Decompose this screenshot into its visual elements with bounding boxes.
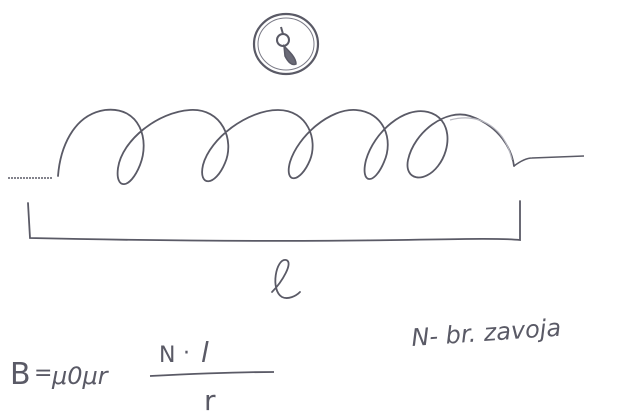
turns-note: N- br. zavoja [410,314,562,352]
formula-coefficients: μ0μr [51,362,110,390]
length-brace [27,200,521,242]
solenoid-coil [57,108,515,185]
length-symbol [271,259,301,299]
formula-denominator: r [204,384,216,416]
formula-numerator-l: l [201,336,209,369]
formula-numerator-n: N [159,343,175,368]
formula-numerator-dot: · [183,341,190,366]
formula-equals: = [34,361,52,386]
formula-lhs: B [10,357,31,392]
magnetic-field-formula: B = μ0μr N · l r [10,336,275,416]
fraction-bar [149,371,275,377]
coil-faint-end [449,117,513,161]
right-lead-wire [513,155,585,167]
compass-needle-icon [252,12,320,76]
